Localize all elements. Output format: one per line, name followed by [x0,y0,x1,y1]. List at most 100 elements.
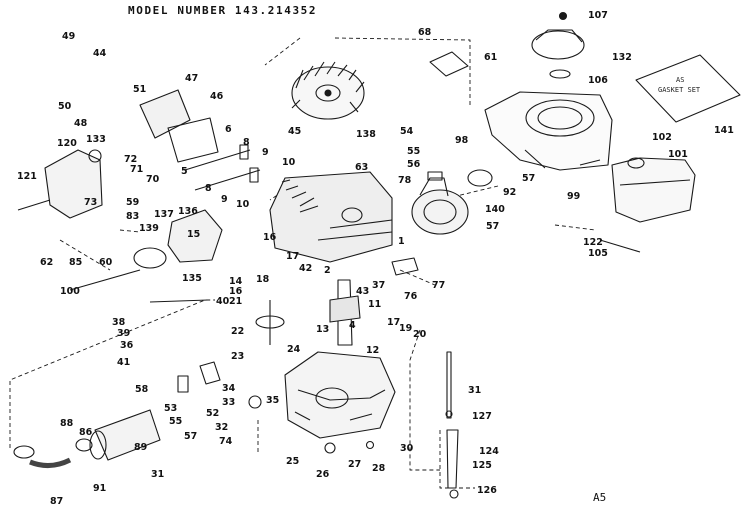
gasket-set-141 [635,54,741,123]
part-label-p6: 6 [225,124,232,135]
part-label-p106: 106 [588,75,608,86]
part-label-p17b: 17 [387,317,401,328]
model-number-title: MODEL NUMBER 143.214352 [128,4,318,17]
part-label-p41: 41 [117,357,131,368]
dipstick-tube-31 [445,351,459,499]
muffler-120 [44,149,103,219]
part-label-p100: 100 [60,286,80,297]
part-label-p139: 139 [139,223,159,234]
part-label-p36: 36 [120,340,134,351]
part-label-p37: 37 [372,280,386,291]
part-label-p127: 127 [472,411,492,422]
svg-text:GASKET SET: GASKET SET [658,86,701,94]
part-label-p71: 71 [130,164,144,175]
part-label-p47: 47 [185,73,199,84]
part-label-p42: 42 [299,263,313,274]
part-label-p28: 28 [372,463,386,474]
part-label-p126: 126 [477,485,497,496]
part-label-p24: 24 [287,344,301,355]
screw-28 [365,440,375,450]
part-label-p38: 38 [112,317,126,328]
rod-105 [599,239,641,253]
part-label-p59: 59 [126,197,140,208]
part-label-p15: 15 [187,229,201,240]
part-label-p52: 52 [206,408,220,419]
part-label-p18: 18 [256,274,270,285]
part-label-p136: 136 [178,206,198,217]
part-label-p19: 19 [399,323,413,334]
part-label-p11: 11 [368,299,382,310]
part-label-p57a: 57 [522,173,536,184]
part-label-p5: 5 [181,166,188,177]
part-label-p63: 63 [355,162,369,173]
part-label-p17: 17 [286,251,300,262]
part-label-p13: 13 [316,324,330,335]
part-label-p31b: 31 [151,469,165,480]
air-filter-89 [13,409,161,468]
part-label-p10b: 10 [236,199,250,210]
blower-housing-98 [484,91,613,171]
part-label-p32: 32 [215,422,229,433]
part-label-p55b: 55 [169,416,183,427]
part-label-p121: 121 [17,171,37,182]
part-label-p49: 49 [62,31,76,42]
part-label-p91: 91 [93,483,107,494]
part-label-p74: 74 [219,436,233,447]
part-label-p51: 51 [133,84,147,95]
part-label-p57c: 57 [184,431,198,442]
part-label-p12: 12 [366,345,380,356]
part-label-p45: 45 [288,126,302,137]
part-label-p107: 107 [588,10,608,21]
part-label-p48: 48 [74,118,88,129]
carburetor-15 [133,209,223,269]
gasket-set-text: AS GASKET SET [658,76,701,94]
part-label-p122: 122 [583,237,603,248]
part-label-p76: 76 [404,291,418,302]
part-label-p43: 43 [356,286,370,297]
screw-26 [324,442,336,454]
part-label-p58: 58 [135,384,149,395]
fuel-tank-101 [611,157,696,223]
part-label-p73: 73 [84,197,98,208]
part-label-p132: 132 [612,52,632,63]
part-label-p4: 4 [349,320,356,331]
part-label-p33: 33 [222,397,236,408]
part-label-p10a: 10 [282,157,296,168]
part-label-p14: 14 [229,276,243,287]
part-label-p68: 68 [418,27,432,38]
cylinder-block-1 [269,171,393,263]
part-label-p20: 20 [413,329,427,340]
camshaft-22 [255,300,285,345]
part-label-p137: 137 [154,209,174,220]
part-label-p87: 87 [50,496,64,507]
part-label-p46: 46 [210,91,224,102]
part-label-p141: 141 [714,125,734,136]
valves-5-10 [184,144,261,191]
part-label-p9a: 9 [262,147,269,158]
part-label-p21: 21 [229,296,243,307]
part-label-p86: 86 [79,427,93,438]
part-label-p39: 39 [117,328,131,339]
part-label-p135: 135 [182,273,202,284]
part-label-p56: 56 [407,159,421,170]
part-label-p26: 26 [316,469,330,480]
part-label-p50: 50 [58,101,72,112]
part-label-p23: 23 [231,351,245,362]
crankcase-base-25 [284,351,396,439]
part-label-p35: 35 [266,395,280,406]
part-label-p2: 2 [324,265,331,276]
part-label-p72: 72 [124,154,138,165]
assembly-guide-lines [9,37,596,489]
plate-76 [391,257,419,276]
part-label-p85: 85 [69,257,83,268]
part-label-p105: 105 [588,248,608,259]
page-reference: A5 [593,491,607,504]
part-label-p8a: 8 [243,137,250,148]
rewind-starter-140 [411,171,469,235]
part-label-p140: 140 [485,204,505,215]
part-label-p40: 40 [216,296,230,307]
part-label-p138: 138 [356,129,376,140]
part-label-p31: 31 [468,385,482,396]
